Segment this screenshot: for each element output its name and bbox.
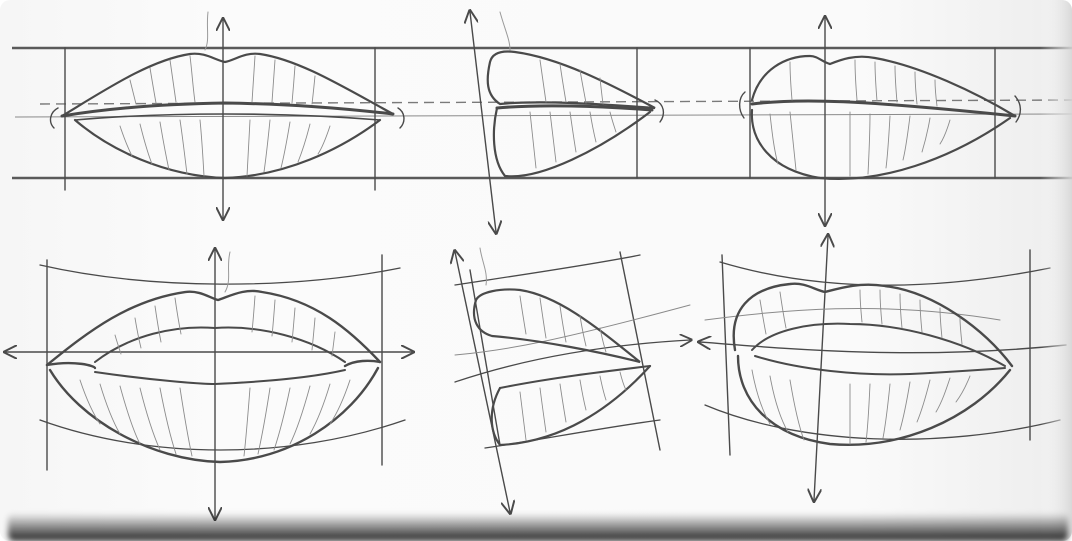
front-open-lower-inner-line [95, 370, 345, 384]
panel-profile-open [455, 248, 690, 512]
front-nose-hint [205, 12, 208, 50]
tq-open-shading-strokes [752, 290, 970, 444]
profile-open-left-box-line [470, 270, 500, 445]
front-open-nose-hint [225, 252, 230, 292]
front-lower-lip-top-line [75, 114, 380, 120]
tq-upper-lip-outline [752, 56, 1015, 116]
page-edge-shadow [1040, 0, 1072, 541]
profile-shading-strokes [530, 60, 616, 168]
front-upper-lip-outline [62, 54, 393, 116]
front-open-lower-lip-outline [50, 368, 378, 462]
panel-front-closed [51, 12, 404, 218]
tq-open-top-curve-guide [720, 262, 1050, 285]
tq-left-corner-hook [740, 92, 745, 118]
front-open-upper-inner-line [95, 327, 345, 362]
front-right-corner-hook [398, 108, 404, 128]
profile-open-upper-lip-outline [474, 289, 640, 362]
front-open-top-curve-guide [40, 265, 400, 284]
profile-nose-hint [500, 12, 510, 50]
profile-open-center-axis-arrow [455, 252, 510, 512]
tq-open-upper-inner-line [752, 324, 1005, 366]
tq-shading-strokes [770, 60, 950, 176]
bottom-drop-shadow [8, 513, 1068, 541]
panel-profile-closed [470, 12, 663, 232]
profile-open-nose-hint [480, 248, 486, 285]
front-left-corner-hook [51, 108, 58, 128]
profile-corner-hook [655, 100, 663, 122]
profile-open-shading-strokes [520, 296, 626, 440]
front-open-bottom-curve-guide [40, 420, 405, 450]
profile-open-lower-lip-outline [492, 366, 650, 445]
panel-front-open [6, 250, 412, 518]
profile-upper-lip-outline [488, 51, 655, 108]
profile-open-lower-lip-top [500, 366, 650, 388]
tq-open-center-axis-arrow [814, 236, 828, 500]
tq-open-left-box-line [722, 255, 730, 455]
profile-center-axis-arrow [470, 12, 496, 232]
panel-three-quarter-open [700, 236, 1066, 500]
tq-open-lower-inner-line [755, 356, 1005, 374]
front-open-corners [47, 361, 380, 368]
profile-lower-lip-outline [494, 108, 650, 176]
tq-open-lower-lip-outline [738, 356, 1010, 445]
tq-lip-parting-line [752, 101, 1015, 116]
